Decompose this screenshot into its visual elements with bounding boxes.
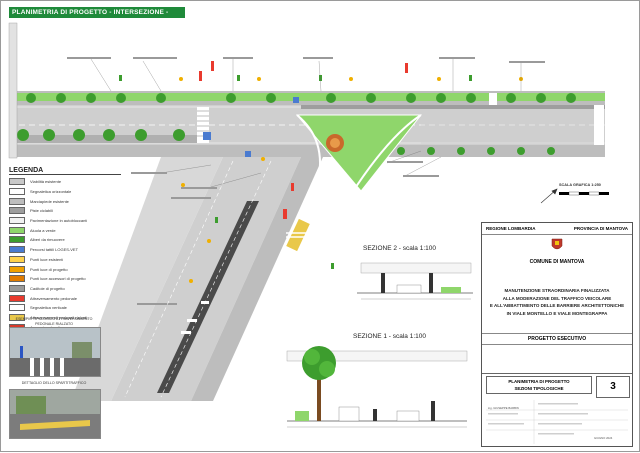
title-block: REGIONE LOMBARDIA PROVINCIA DI MANTOVA C… xyxy=(481,222,633,447)
legend-item-label: Viabilità esistente xyxy=(30,179,62,185)
coat-of-arms-icon xyxy=(482,238,632,257)
legend-item-label: Punti luce esistenti xyxy=(30,256,64,262)
drawing-title-line-1: PLANIMETRIA DI PROGETTO xyxy=(508,379,570,384)
legend-item-label: Attraversamenti pedonali rialzati xyxy=(30,314,87,320)
municipality-label: COMUNE DI MANTOVA xyxy=(529,259,585,265)
photo-caption-1: ESEMPIO TIPOLOGICO ATTRAVERSAMENTO PEDON… xyxy=(15,317,93,326)
legend-swatch xyxy=(9,188,25,196)
graphic-scale: SCALA GRAFICA 1:250 xyxy=(539,183,629,205)
main-road-green-north xyxy=(9,93,605,101)
legend-item: Attraversamenti pedonali rialzati xyxy=(9,313,121,323)
legend-item: Punti luce esistenti xyxy=(9,255,121,265)
main-road-sidewalk-south xyxy=(9,145,605,157)
project-line-3: E ALL'ABBATTIMENTO DELLE BARRIERE ARCHIT… xyxy=(489,303,625,309)
legend-item: Alberi da rimuovere xyxy=(9,235,121,245)
legend-swatch xyxy=(9,255,25,263)
legend-swatch xyxy=(9,207,25,215)
designer-name: ing. GIUSEPPE BARBIN xyxy=(488,406,519,410)
title-block-header: REGIONE LOMBARDIA PROVINCIA DI MANTOVA xyxy=(482,223,632,235)
legend-item-label: Segnaletica verticale xyxy=(30,305,67,311)
legend-item-label: Alberi da rimuovere xyxy=(30,237,65,243)
legend-item-label: Punti luce di progetto xyxy=(30,266,68,272)
legend-swatch xyxy=(9,178,25,186)
photo-raised-crossing xyxy=(9,327,101,377)
legend-item-label: Attraversamento pedonale xyxy=(30,295,77,301)
traffic-island xyxy=(295,114,423,192)
province-label: PROVINCIA DI MANTOVA xyxy=(573,226,628,231)
legend-item: Pavimentazione in autobloccanti xyxy=(9,216,121,226)
project-line-2: ALLA MODERAZIONE DEL TRAFFICO VEICOLARE xyxy=(502,295,612,301)
legend-item-label: Pavimentazione in autobloccanti xyxy=(30,218,88,224)
legend-swatch xyxy=(9,197,25,205)
legend-item-label: Punti luce accessori di progetto xyxy=(30,276,86,282)
sheet-number: 3 xyxy=(596,376,630,398)
trees-north xyxy=(26,93,576,103)
drawing-title-line-2: SEZIONI TIPOLOGICHE xyxy=(514,385,564,391)
drawing-title: PLANIMETRIA DI PROGETTO SEZIONI TIPOLOGI… xyxy=(486,376,592,394)
legend-item: Viabilità esistente xyxy=(9,177,121,187)
legend-title: LEGENDA xyxy=(9,167,121,175)
legend-swatch xyxy=(9,265,25,273)
project-line-4: IN VIALE MONTELLO E VIALE MONTEGRAPPA xyxy=(506,310,608,316)
legend-item-label: Segnaletica orizzontale xyxy=(30,189,72,195)
project-line-1: MANUTENZIONE STRAORDINARIA FINALIZZATA xyxy=(504,288,610,293)
drawing-date: GIUGNO 2024 xyxy=(594,436,613,440)
legend-swatch xyxy=(9,294,25,302)
legend-item-label: Marciapiede esistente xyxy=(30,198,69,204)
legend-item: Caditoie di progetto xyxy=(9,284,121,294)
legend-item: Piste ciclabili xyxy=(9,206,121,216)
crossings-main-road xyxy=(197,93,604,145)
legend-item-label: Aiuola a verde xyxy=(30,227,56,233)
project-description: MANUTENZIONE STRAORDINARIA FINALIZZATA A… xyxy=(482,287,632,317)
legend-swatch xyxy=(9,275,25,283)
legend-swatch xyxy=(9,226,25,234)
legend-item: Punti luce di progetto xyxy=(9,264,121,274)
diagonal-sidewalk-west xyxy=(71,157,223,401)
legend-item: Marciapiede esistente xyxy=(9,196,121,206)
plan-title: PLANIMETRIA DI PROGETTO - INTERSEZIONE -… xyxy=(9,7,185,27)
section-1-drawing xyxy=(286,346,468,428)
legend-swatch xyxy=(9,246,25,254)
photo-traffic-divider xyxy=(9,389,101,439)
title-block-grid: PLANIMETRIA DI PROGETTO SEZIONI TIPOLOGI… xyxy=(482,373,632,447)
legend-item: Percorsi tattili LOGES-VET xyxy=(9,245,121,255)
legend-swatch xyxy=(9,217,25,225)
legend-swatch xyxy=(9,284,25,292)
legend-swatch xyxy=(9,304,25,312)
photo-caption-2: DETTAGLIO DELLO SPARTITRAFFICO xyxy=(21,381,87,385)
section-2-drawing xyxy=(357,262,473,300)
scale-label: SCALA GRAFICA 1:250 xyxy=(559,183,601,187)
legend-item-label: Piste ciclabili xyxy=(30,208,53,214)
region-label: REGIONE LOMBARDIA xyxy=(486,226,536,231)
legend-swatch xyxy=(9,236,25,244)
legend-item: Punti luce accessori di progetto xyxy=(9,274,121,284)
section-1-title: SEZIONE 1 - scala 1:100 xyxy=(353,333,426,340)
legend-item-label: Caditoie di progetto xyxy=(30,285,65,291)
legend-swatch xyxy=(9,313,25,321)
diagonal-median xyxy=(157,201,259,393)
legend-item: Segnaletica orizzontale xyxy=(9,187,121,197)
diagonal-road xyxy=(111,157,301,401)
legend-item: Aiuola a verde xyxy=(9,225,121,235)
trees-south xyxy=(17,129,555,155)
north-arrow xyxy=(540,188,558,204)
legend-item-label: Percorsi tattili LOGES-VET xyxy=(30,247,79,253)
section-2-title: SEZIONE 2 - scala 1:100 xyxy=(363,245,436,252)
legend-item: Segnaletica verticale xyxy=(9,303,121,313)
legend-item: Attraversamento pedonale xyxy=(9,293,121,303)
project-phase: PROGETTO ESECUTIVO xyxy=(482,333,632,346)
